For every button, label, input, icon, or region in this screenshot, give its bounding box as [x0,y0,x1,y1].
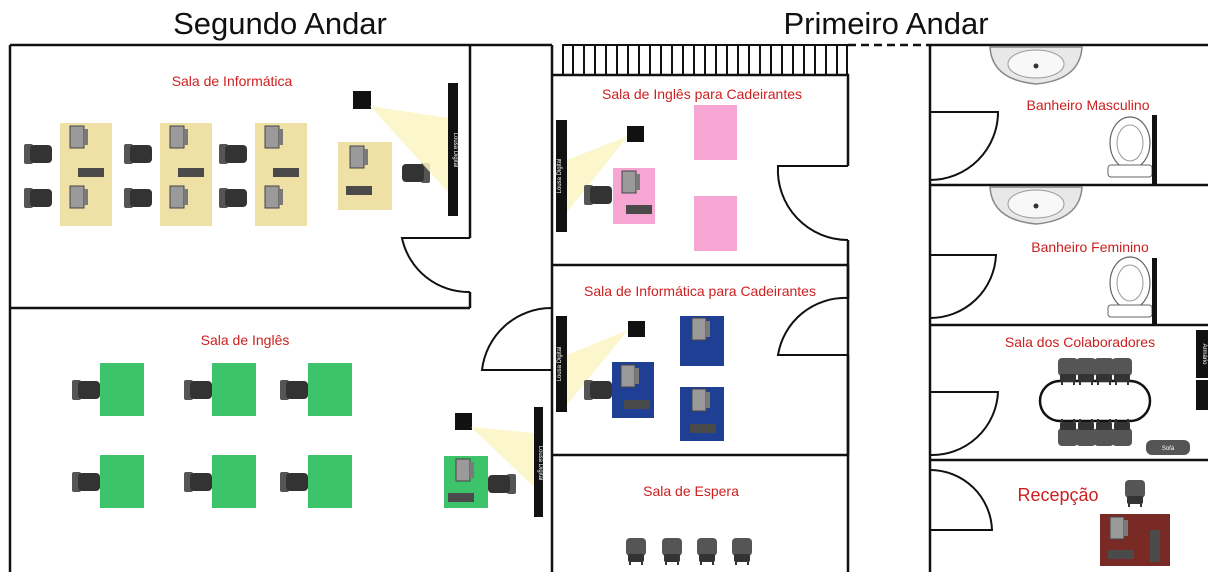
whiteboard-label: Lousa Digital [557,347,563,382]
meeting-table [1038,358,1152,446]
room-label-informatica-cadeirantes: Sala de Informática para Cadeirantes [584,283,816,299]
waiting-chairs [626,538,752,565]
reception-desk [1100,480,1170,566]
cabinet-label: Armário [1201,343,1207,365]
room-label-banheiro-masculino: Banheiro Masculino [1027,97,1150,113]
digital-whiteboard [448,83,458,216]
staircase [562,44,848,76]
whiteboard-label: Lousa Digital [557,159,563,194]
sink-icon [989,186,1083,225]
informatica-desks [24,123,430,226]
whiteboard-label: Lousa Digital [537,446,543,481]
second-floor-title: Segundo Andar [173,6,387,41]
room-label-ingles: Sala de Inglês [201,332,290,348]
digital-whiteboard [556,120,567,232]
svg-text:Sofá: Sofá [1162,446,1175,452]
whiteboard-label: Lousa Digital [452,133,458,168]
sink-icon [989,46,1083,85]
room-label-banheiro-feminino: Banheiro Feminino [1031,239,1149,255]
digital-whiteboard [534,407,543,517]
toilet-icon [1107,256,1153,318]
toilet-icon [1107,116,1153,178]
second-floor-plan: Sala de Informática [8,43,554,572]
projector-icon [353,91,371,109]
first-floor-title: Primeiro Andar [783,6,988,41]
room-label-recepcao: Recepção [1017,485,1098,505]
ingles-desks [72,363,516,508]
ingles-cadeirantes-desks [584,105,737,251]
room-label-ingles-cadeirantes: Sala de Inglês para Cadeirantes [602,86,802,102]
digital-whiteboard [556,316,567,412]
projector-icon [627,126,644,142]
room-label-espera: Sala de Espera [643,483,739,499]
room-label-informatica: Sala de Informática [172,73,293,89]
projector-icon [628,321,645,337]
room-label-colaboradores: Sala dos Colaboradores [1005,334,1155,350]
sofa-icon: Sofá [1146,440,1190,455]
projector-icon [455,413,472,430]
cabinet [1196,330,1208,378]
informatica-cadeirantes-desks [584,316,724,441]
first-floor-plan: Sala de Inglês para Cadeirantes Lousa Di… [552,43,1208,572]
